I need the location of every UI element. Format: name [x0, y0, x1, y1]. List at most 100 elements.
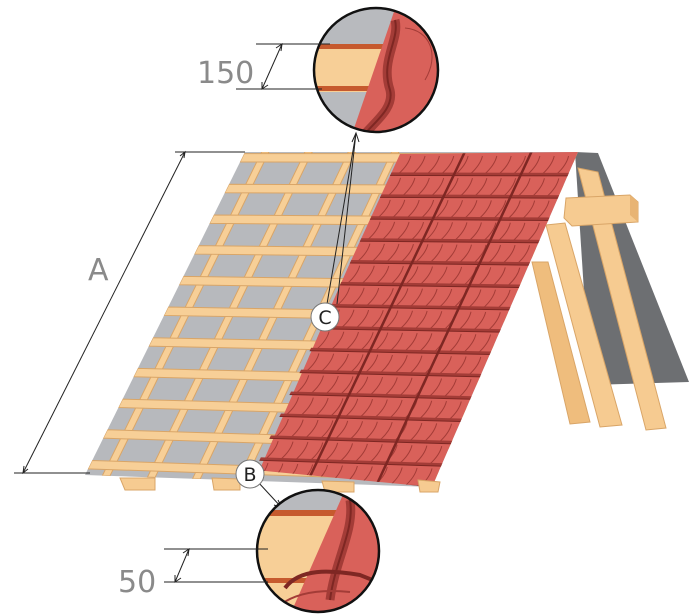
tile-pan: [433, 400, 447, 420]
tile-pan: [357, 243, 371, 263]
tile-pan: [488, 244, 502, 264]
tile-pan: [513, 155, 526, 175]
tile-pan: [488, 178, 502, 197]
tile-pan: [385, 310, 399, 329]
rafter-frame: [531, 167, 667, 431]
tile-pan: [320, 420, 334, 439]
tile-pan: [295, 441, 309, 461]
tile-pan: [445, 177, 459, 197]
tile-pan: [454, 222, 468, 241]
tile-pan: [453, 356, 467, 376]
tile-pan: [390, 266, 404, 285]
tile-pan: [345, 398, 359, 418]
tile-pan: [517, 178, 531, 197]
tile-pan: [458, 244, 472, 264]
tile-pan: [438, 356, 452, 375]
tile-pan: [487, 312, 501, 331]
tile-pan: [334, 420, 349, 440]
tile-pan: [404, 333, 418, 352]
tile-pan: [365, 287, 380, 307]
tile-pan: [458, 311, 472, 331]
tile-pan: [419, 266, 433, 285]
tile-pan: [387, 177, 401, 197]
tile-row-shadow: [319, 306, 517, 311]
dimension-150: [236, 42, 330, 90]
tile-pan: [468, 289, 482, 309]
tile-pan: [399, 310, 413, 330]
tile-row-shadow: [371, 196, 566, 199]
tile-pan: [463, 334, 477, 353]
tile-pan: [389, 399, 403, 419]
tile-pan: [369, 376, 383, 396]
tile-pan: [359, 399, 373, 418]
tile-field: [255, 152, 578, 487]
tile-pan: [295, 375, 310, 394]
tile-pan: [336, 287, 350, 306]
tile-pan: [435, 199, 449, 219]
tile-pan: [339, 443, 353, 462]
tile-pan: [371, 243, 385, 263]
tile-pan: [409, 288, 423, 308]
tile-pan: [394, 355, 408, 374]
tile-pan: [492, 267, 506, 286]
callout-b-marker: [235, 459, 265, 489]
eave-battens: [119, 477, 441, 493]
tile-pan: [478, 200, 492, 219]
tile-pan: [473, 311, 487, 331]
tile-pan: [349, 421, 363, 440]
tile-pan: [340, 376, 354, 395]
tile-pan: [355, 376, 369, 396]
tile-pan: [434, 266, 448, 286]
tile-pan: [394, 422, 408, 441]
tile-pan: [395, 288, 409, 307]
tile-pan: [406, 199, 420, 219]
tile-pan: [330, 398, 344, 417]
tile-pan: [376, 265, 390, 285]
tile-pan: [381, 221, 396, 241]
tile-pan: [315, 397, 329, 417]
tile-pan: [389, 332, 403, 352]
tile-row-shadow: [350, 240, 546, 244]
tile-pan: [424, 423, 438, 442]
tile-pan: [410, 221, 425, 241]
tile-pan: [360, 332, 374, 351]
tile-seam: [375, 152, 533, 486]
tile-pan: [527, 155, 541, 175]
callout-c-label: C: [318, 307, 331, 329]
tile-pan: [374, 399, 388, 418]
tile-pan: [556, 155, 570, 175]
tile-pan: [341, 309, 355, 329]
tile-pan: [367, 221, 381, 241]
tile-pan: [478, 267, 492, 286]
tile-pan: [400, 244, 414, 263]
tile-pan: [502, 245, 516, 264]
tile-pan: [275, 419, 289, 438]
tile-pan: [370, 310, 384, 329]
tile-pan: [361, 265, 375, 285]
tile-pan: [399, 445, 413, 464]
tile-pan: [497, 222, 511, 242]
tile-pan: [414, 310, 428, 330]
tile-seam: [305, 152, 466, 484]
tile-pan: [482, 289, 496, 309]
tile-pan: [404, 467, 418, 487]
tile-row-shadow: [278, 393, 478, 400]
tile-row-shadow: [255, 459, 449, 467]
detail-bottom-eave: [255, 488, 381, 614]
tile-pan: [512, 222, 526, 242]
tile-pan: [415, 244, 429, 263]
tile-pan: [439, 288, 453, 308]
tile-pan: [546, 178, 560, 197]
tile-pan: [355, 309, 370, 329]
tile-pan: [416, 177, 430, 197]
tile-row-edge: [371, 194, 566, 199]
tile-pan: [316, 331, 330, 350]
tile-pan: [425, 222, 439, 241]
ridge-beam: [563, 194, 639, 227]
tile-pan: [507, 267, 521, 287]
tile-row-shadow: [299, 349, 498, 356]
tile-row-edge: [360, 216, 556, 221]
tile-pan: [412, 155, 426, 175]
tile-pan: [536, 200, 550, 220]
tile-pan: [439, 423, 452, 443]
